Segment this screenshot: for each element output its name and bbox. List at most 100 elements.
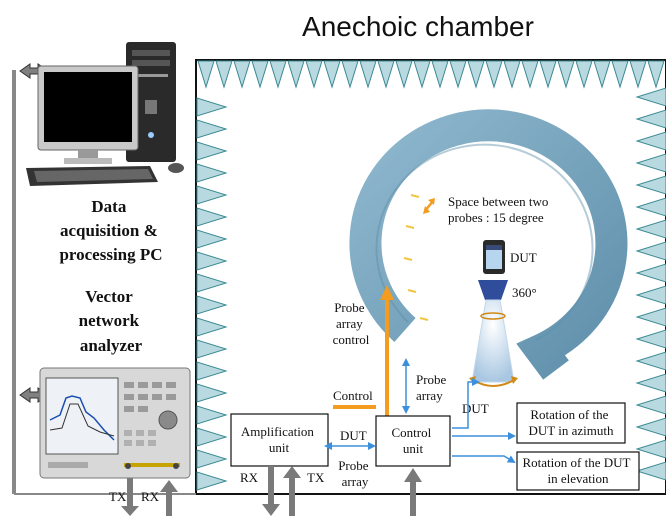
absorber-wedge	[611, 60, 629, 89]
vna-rx-label: RX	[141, 489, 160, 504]
dut-phone-icon	[483, 240, 505, 274]
absorber-wedge	[449, 60, 467, 89]
absorber-wedge	[557, 60, 575, 89]
dut-right-label: DUT	[462, 401, 489, 416]
absorber-wedge	[196, 185, 228, 205]
absorber-wedge	[196, 273, 228, 293]
vna-tx-cable-down-arrow	[121, 478, 139, 516]
absorber-wedge	[196, 427, 228, 447]
rotation-azimuth-label: Rotation of the DUT in azimuth	[529, 407, 614, 438]
probe-array-control-arrow	[380, 285, 394, 418]
absorber-wedge	[196, 317, 228, 337]
absorber-wedge	[215, 60, 233, 89]
absorber-wedge	[196, 383, 228, 403]
vna-rx-cable-up-arrow	[160, 480, 178, 516]
control-unit-label: Control unit	[392, 425, 435, 456]
absorber-wedge	[196, 449, 228, 469]
dut-label: DUT	[510, 250, 537, 265]
pc-label: Data acquisition & processing PC	[59, 197, 162, 264]
amplification-unit-label: Amplification unit	[241, 424, 317, 455]
absorber-wedge	[635, 307, 666, 327]
rotation-angle-label: 360°	[512, 285, 537, 300]
absorber-wedge	[503, 60, 521, 89]
dut-azimuth-link-arrow	[452, 378, 480, 429]
absorber-right-column	[635, 87, 666, 481]
absorber-wedge	[196, 141, 228, 161]
absorber-wedge	[635, 109, 666, 129]
absorber-wedge	[395, 60, 413, 89]
absorber-wedge	[196, 251, 228, 271]
probe-ring	[349, 109, 628, 380]
absorber-wedge	[635, 351, 666, 371]
absorber-wedge	[196, 405, 228, 425]
absorber-wedge	[196, 119, 228, 139]
absorber-wedge	[485, 60, 503, 89]
absorber-wedge	[635, 219, 666, 239]
absorber-wedge	[359, 60, 377, 89]
absorber-wedge	[635, 175, 666, 195]
tx-cable-up-arrow	[283, 466, 301, 516]
probe-array-control-label: Probe array control	[333, 300, 370, 347]
absorber-wedge	[196, 295, 228, 315]
absorber-wedge	[635, 197, 666, 217]
probe-array-right-label: Probe array	[416, 372, 450, 403]
absorber-wedge	[635, 439, 666, 459]
absorber-wedge	[287, 60, 305, 89]
absorber-wedge	[635, 131, 666, 151]
absorber-wedge	[197, 60, 215, 89]
control-label: Control	[333, 388, 373, 403]
absorber-wedge	[635, 373, 666, 393]
rx-cable-down-arrow	[262, 466, 280, 516]
absorber-wedge	[196, 361, 228, 381]
computer-icon	[26, 42, 184, 186]
absorber-top-row	[197, 60, 665, 89]
absorber-wedge	[635, 87, 666, 107]
rotation-azimuth-box	[516, 402, 626, 444]
absorber-wedge	[196, 207, 228, 227]
absorber-wedge	[467, 60, 485, 89]
control-cable-up-arrow	[404, 468, 422, 516]
absorber-wedge	[413, 60, 431, 89]
absorber-wedge	[635, 329, 666, 349]
rotation-elevation-label: Rotation of the DUT in elevation	[523, 455, 634, 486]
absorber-wedge	[269, 60, 287, 89]
absorber-wedge	[629, 60, 647, 89]
absorber-wedge	[539, 60, 557, 89]
probe-array-bottom-label: Probe array	[338, 458, 372, 489]
absorber-wedge	[635, 395, 666, 415]
absorber-wedge	[431, 60, 449, 89]
vna-tx-label: TX	[109, 489, 127, 504]
absorber-wedge	[196, 229, 228, 249]
vna-label: Vector network analyzer	[79, 287, 144, 355]
absorber-wedge	[635, 285, 666, 305]
absorber-wedge	[341, 60, 359, 89]
rotation-elevation-box	[516, 451, 640, 491]
absorber-wedge	[521, 60, 539, 89]
absorber-wedge	[233, 60, 251, 89]
probe-spacing-note: Space between two probes : 15 degree	[448, 194, 552, 225]
absorber-wedge	[635, 153, 666, 173]
absorber-wedge	[196, 471, 228, 491]
absorber-wedge	[196, 97, 228, 117]
absorber-wedge	[647, 60, 665, 89]
probe-spacing-arrow-icon	[423, 198, 435, 214]
absorber-wedge	[635, 417, 666, 437]
tx-label: TX	[307, 470, 325, 485]
absorber-wedge	[196, 163, 228, 183]
absorber-wedge	[251, 60, 269, 89]
dut-link-label: DUT	[340, 428, 367, 443]
absorber-wedge	[635, 461, 666, 481]
absorber-wedge	[575, 60, 593, 89]
absorber-wedge	[377, 60, 395, 89]
rx-label: RX	[240, 470, 259, 485]
absorber-wedge	[196, 339, 228, 359]
elevation-arrow	[452, 455, 516, 464]
amplification-unit-box	[230, 413, 329, 467]
absorber-wedge	[323, 60, 341, 89]
absorber-wedge	[635, 241, 666, 261]
control-unit-box	[375, 415, 451, 467]
absorber-wedge	[305, 60, 323, 89]
absorber-wedge	[593, 60, 611, 89]
absorber-wedge	[635, 263, 666, 283]
